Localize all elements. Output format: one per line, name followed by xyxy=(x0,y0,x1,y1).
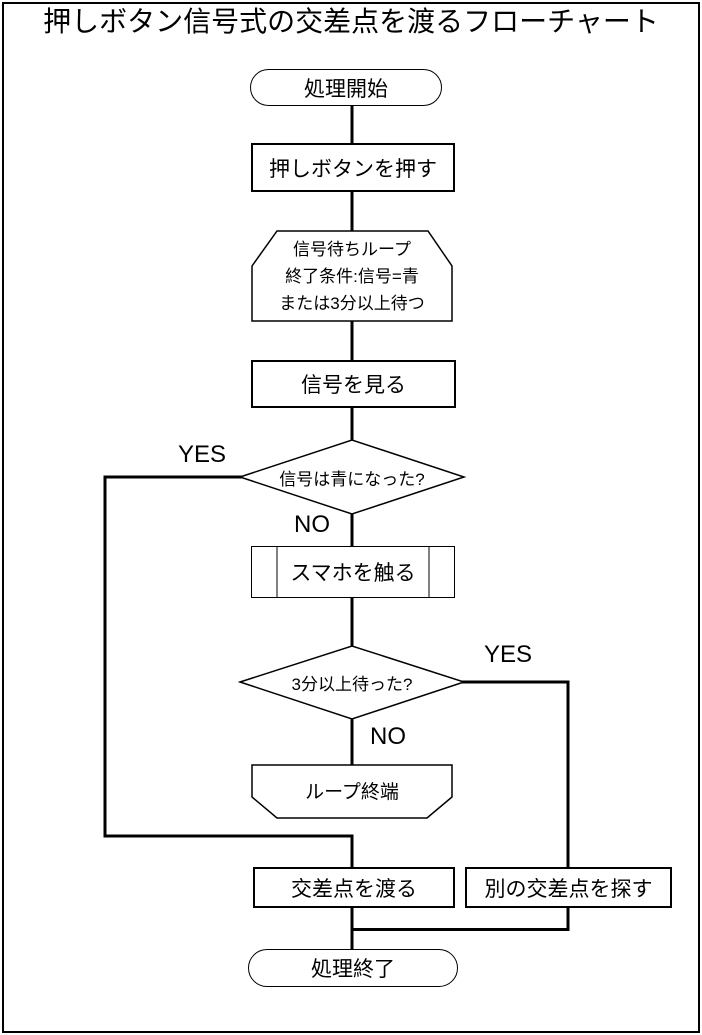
process-look-signal: 信号を見る xyxy=(251,360,456,408)
start-terminator: 処理開始 xyxy=(250,69,442,106)
label-yes-left: YES xyxy=(177,441,227,468)
label-yes-right: YES xyxy=(483,641,533,668)
process-press-button-label: 押しボタンを押す xyxy=(269,157,437,181)
predef-inner-bar-right xyxy=(428,547,430,597)
branch-yes-left-line xyxy=(103,475,354,868)
decision-signal-text: 信号は青になった? xyxy=(279,469,425,489)
page-title: 押しボタン信号式の交差点を渡るフローチャート xyxy=(43,6,659,37)
decision-wait-text: 3分以上待った? xyxy=(291,675,413,694)
loop-end-shape xyxy=(251,764,453,819)
label-no-signal: NO xyxy=(294,511,330,538)
end-terminator: 処理終了 xyxy=(248,949,458,987)
start-label: 処理開始 xyxy=(304,77,388,101)
loop-start-line1: 信号待ちループ xyxy=(293,239,411,259)
process-find-another-intersection: 別の交差点を探す xyxy=(465,867,672,908)
predefined-touch-phone: スマホを触る xyxy=(251,546,455,598)
decision-signal-diamond xyxy=(237,439,467,515)
predef-inner-bar-left xyxy=(276,547,278,597)
process-cross-intersection-label: 交差点を渡る xyxy=(291,877,417,901)
process-cross-intersection: 交差点を渡る xyxy=(253,867,455,908)
process-press-button: 押しボタンを押す xyxy=(251,143,455,192)
decision-wait-diamond xyxy=(237,645,467,720)
loop-start-line3: または3分以上待つ xyxy=(279,293,425,313)
loop-end-text: ループ終端 xyxy=(305,781,399,803)
branch-yes-right-line xyxy=(462,680,570,868)
loop-start-shape xyxy=(251,230,453,322)
connector-find-to-merge xyxy=(353,906,570,931)
predefined-touch-phone-label: スマホを触る xyxy=(290,562,416,585)
process-find-another-label: 別の交差点を探す xyxy=(484,877,653,901)
loop-start-text: 信号待ちループ 終了条件:信号=青 または3分以上待つ xyxy=(252,230,452,322)
process-look-signal-label: 信号を見る xyxy=(301,374,406,397)
end-label: 処理終了 xyxy=(311,958,395,981)
label-no-wait: NO xyxy=(370,723,406,750)
loop-start-line2: 終了条件:信号=青 xyxy=(285,266,419,286)
